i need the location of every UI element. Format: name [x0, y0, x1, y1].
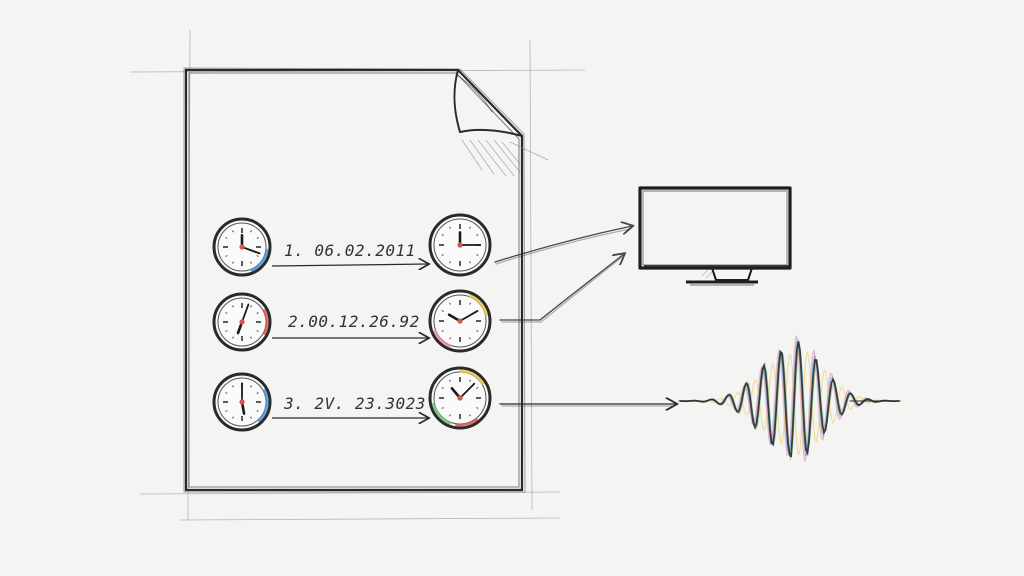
clock-left-3	[212, 372, 272, 432]
arrow-to-monitor-lower	[499, 254, 624, 321]
clock-right-2	[428, 289, 492, 353]
clock-right-3	[428, 366, 492, 430]
row-label-2: 2.00.12.26.92	[288, 312, 420, 331]
rows-layer	[212, 213, 492, 432]
document-icon	[183, 67, 549, 493]
audio-waveform-icon	[677, 335, 903, 462]
row-label-1: 1. 06.02.2011	[284, 241, 416, 260]
construction-lines	[129, 29, 586, 521]
clock-right-1	[428, 213, 492, 277]
row-arrow-1	[271, 264, 428, 266]
output-arrows	[494, 226, 676, 406]
monitor-icon	[638, 186, 792, 286]
clock-left-2	[212, 292, 272, 352]
clock-left-1	[212, 217, 272, 277]
arrow-to-monitor-upper	[494, 226, 632, 263]
row-label-3: 3. 2V. 23.3023	[283, 394, 426, 413]
